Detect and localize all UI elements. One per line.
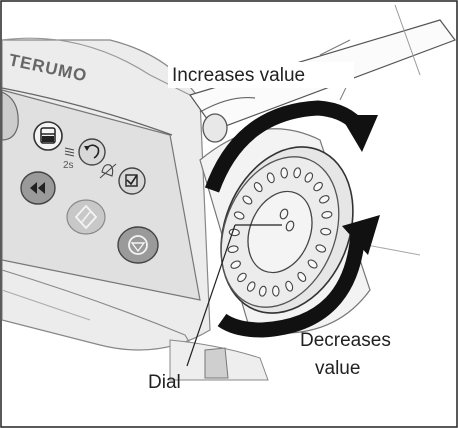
hold-time-label: 2s [63,160,74,171]
alarm-silence-icon [99,163,117,179]
dial-dents [227,167,333,297]
dial-dent [237,272,247,283]
dial-dent [230,260,241,269]
counterclockwise-arrow-icon [217,215,380,338]
dial-dent [266,172,275,184]
dial-dent [293,167,302,179]
side-button [1,91,19,141]
dial-label: Dial [148,372,181,393]
rewind-icon [20,171,56,205]
dial-dent [227,245,239,254]
decreases-value-label-line1: Decreases [300,330,391,351]
dial-dent [233,211,245,220]
dial-dent [307,259,318,269]
dial-dent [228,228,240,237]
dial-dent [272,285,280,297]
decreases-value-label-line2: value [315,358,360,379]
dial-dent [258,285,267,297]
dial-dent [313,181,323,192]
clockwise-arrow-icon [204,100,378,193]
dial-dent [321,210,333,219]
increases-value-label: Increases value [172,65,305,86]
start-icon [66,199,106,235]
dial-dent [280,167,288,179]
confirm-check-icon [118,167,146,195]
dial-dent [304,172,314,183]
dial-dent [320,227,332,236]
dial-dent [297,271,307,282]
dial [220,146,354,314]
menu-display-icon [33,121,63,151]
dial-dent [253,182,263,193]
dial-dent [246,281,256,292]
dial-dent [285,280,294,292]
hold-indicator: 2s [63,147,75,171]
dial-dent [319,195,330,204]
dial-leader-line [186,224,236,367]
stop-icon [117,226,159,264]
back-arrow-icon [78,138,106,166]
dial-dent [242,195,253,205]
dial-dent [315,244,327,253]
